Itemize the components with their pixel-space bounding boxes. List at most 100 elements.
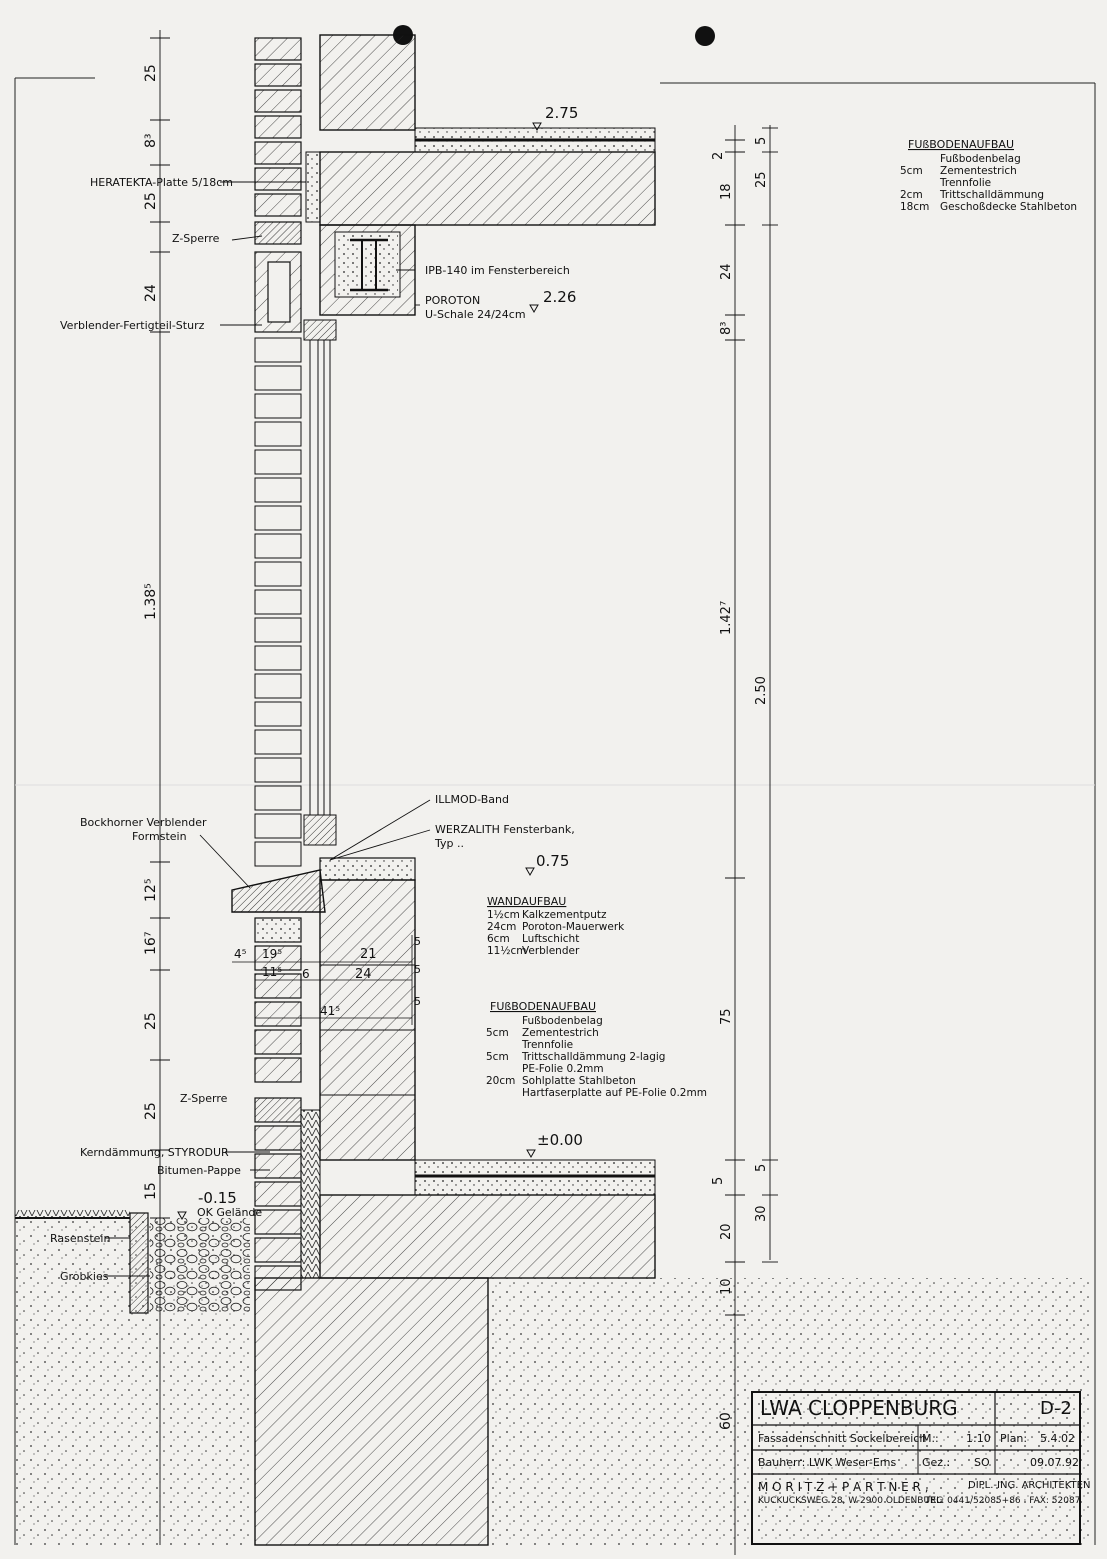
material-name: Kalkzementputz [522,909,607,921]
dim-detail-0: 4⁵ [234,947,247,961]
rasenstein-block [129,1212,149,1314]
date: 09.07.92 [1030,1456,1079,1469]
dim-right-b-0: 5 [754,137,769,145]
material-thickness: 5cm [486,1027,509,1039]
dim-right-a-6: 5 [711,1177,726,1185]
sheet-number: D-2 [1040,1398,1072,1419]
wall-build-heading: WANDAUFBAU [487,895,566,908]
dim-left-5: 12⁵ [143,879,159,902]
material-name: Fußbodenbelag [522,1015,603,1027]
plan-label: Plan: [1000,1432,1028,1445]
dim-right-a-5: 75 [719,1008,734,1025]
dim-left-7: 25 [143,1012,159,1030]
material-thickness: 1½cm [487,909,520,921]
material-name: Poroton-Mauerwerk [522,921,625,933]
dim-left-9: 15 [143,1182,159,1200]
dim-right-a-3: 8³ [719,322,734,335]
material-name: Fußbodenbelag [940,153,1021,165]
brick-veneer-lower [254,917,302,1291]
level-ground: -0.15 [198,1189,237,1207]
dim-detail-8: 5 [414,963,421,976]
dim-left-0: 25 [143,64,159,82]
label-bockhorner-1: Bockhorner Verblender [80,816,207,829]
window [303,319,337,846]
material-thickness: 24cm [487,921,516,933]
plan-number: 5.4.02 [1040,1432,1075,1445]
sill-board [319,857,416,881]
level-sill: 0.75 [536,852,569,870]
dim-detail-1: 19⁵ [262,947,282,961]
dim-left-3: 24 [143,284,159,302]
floor-top-heading: FUßBODENAUFBAU [908,138,1014,151]
soil [15,1210,1093,1545]
dim-chain-left [150,30,170,1545]
material-name: Trittschalldämmung [939,189,1044,201]
dim-right-a-8: 10 [719,1278,734,1295]
upper-slab [319,151,656,226]
title-block [751,1391,1081,1545]
dim-detail [232,935,413,1025]
inner-wall-lower [319,879,416,1161]
dim-left-10: 60 [718,1412,734,1430]
label-bitumen: Bitumen-Pappe [157,1164,241,1177]
material-thickness: 6cm [487,933,510,945]
material-thickness: 5cm [486,1051,509,1063]
label-grobkies: Grobkies [60,1270,109,1283]
dim-left-1: 8³ [143,133,159,148]
project-title: LWA CLOPPENBURG [760,1396,958,1420]
heratekta-plate [305,151,321,223]
material-name: Verblender [522,945,580,957]
foundation [254,1277,489,1546]
label-werzalith-2: Typ .. [434,837,464,850]
brick-veneer-window [254,337,302,867]
brick-veneer-upper [254,37,302,333]
dim-detail-6: 41⁵ [320,1004,340,1018]
material-thickness: 11½cm [487,945,527,957]
material-name: Sohlplatte Stahlbeton [522,1075,636,1087]
dim-right-a-0: 2 [711,152,726,160]
label-werzalith-1: WERZALITH Fensterbank, [435,823,575,836]
dim-left-4: 1.38⁵ [143,583,159,620]
subject: Fassadenschnitt Sockelbereich [758,1432,927,1445]
dim-detail-2: 11⁵ [262,965,282,979]
material-thickness: 18cm [900,201,929,213]
material-name: Hartfaserplatte auf PE-Folie 0.2mm [522,1087,707,1099]
level-ground-label: OK Gelände [197,1206,262,1219]
material-name: Zementestrich [522,1027,599,1039]
dim-detail-9: 5 [414,995,421,1008]
address: KUCKUCKSWEG 28, W-2900 OLDENBURG [758,1496,944,1506]
drawn-label: Gez.: [922,1456,951,1469]
punch-hole [695,26,715,46]
dim-right-b-4: 30 [754,1205,769,1222]
label-bockhorner-2: Formstein [132,830,187,843]
dim-detail-4: 21 [360,947,377,962]
dim-detail-7: 5 [414,935,421,948]
dim-right-b-1: 25 [754,171,769,188]
label-illmod: ILLMOD-Band [435,793,509,806]
dim-detail-5: 24 [355,967,372,982]
upper-wall [319,34,416,131]
firm: M O R I T Z + P A R T N E R , [758,1480,929,1494]
dim-chain-right [725,125,778,1555]
label-kerndaemmung: Kerndämmung, STYRODUR [80,1146,229,1159]
dim-right-a-1: 18 [719,183,734,200]
material-name: Trennfolie [939,177,991,189]
label-zsperre-top: Z-Sperre [172,232,220,245]
level-floor: ±0.00 [537,1131,583,1149]
material-name: Trittschalldämmung 2-lagig [521,1051,665,1063]
label-heratekta: HERATEKTA-Platte 5/18cm [90,176,233,189]
phone: TEL: 0441/52085+86 · FAX: 52087 [925,1496,1081,1506]
window-sill [231,869,326,913]
material-name: PE-Folie 0.2mm [522,1063,604,1075]
firm-title: DIPL.-ING. ARCHITEKTEN [968,1480,1091,1491]
material-name: Zementestrich [940,165,1017,177]
insulation-styrodur [300,1109,321,1279]
material-thickness: 20cm [486,1075,515,1087]
material-thickness: 2cm [900,189,923,201]
ground-slab [319,1194,656,1279]
label-poroton-1: POROTON [425,294,480,307]
dim-right-a-4: 1.42⁷ [719,601,734,635]
